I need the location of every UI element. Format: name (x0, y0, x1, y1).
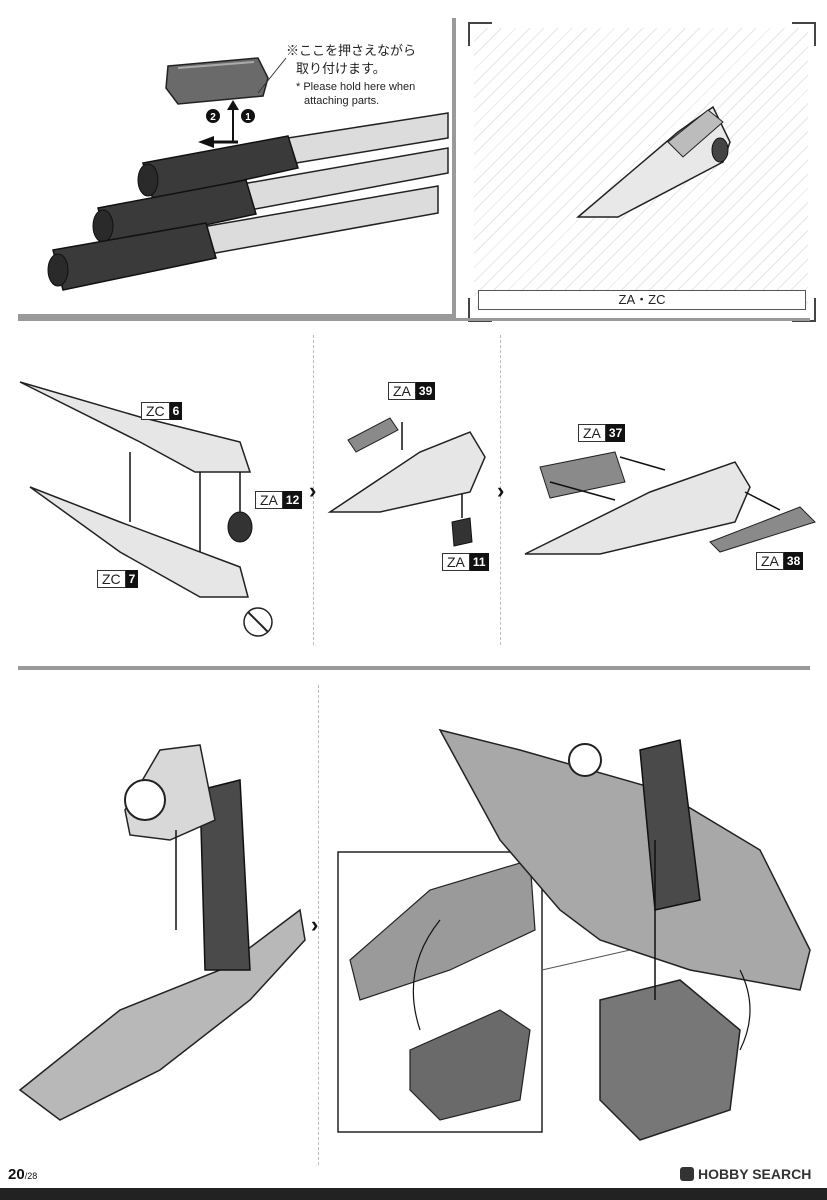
part-code: ZC (141, 402, 170, 420)
part-number: 39 (415, 382, 436, 400)
step-2-number: 2 (210, 112, 216, 123)
part-number: 11 (469, 553, 489, 571)
next-step-arrow-icon: › (497, 478, 505, 503)
part-code: ZA (756, 552, 784, 570)
completed-wing-illustration (575, 105, 731, 218)
step-panel-top-right: ZA・ZC (468, 22, 816, 322)
part-code: ZA (442, 553, 470, 571)
page-number: 20/28 (8, 1166, 37, 1183)
step-separator (313, 335, 314, 645)
note-japanese-line1: ※ここを押さえながら (286, 43, 417, 58)
frame-corner (792, 298, 816, 322)
brand-name: HOBBY SEARCH (698, 1166, 812, 1182)
step-1-marker (241, 109, 255, 123)
frame-corner (468, 298, 492, 322)
watermark: HOBBY SEARCH (680, 1166, 811, 1182)
bottom-assembly-illustrations (18, 728, 811, 1141)
part-code: ZC (97, 570, 126, 588)
note-english-line2: attaching parts. (304, 95, 380, 107)
step-2-marker (206, 109, 220, 123)
part-number: 7 (125, 570, 139, 588)
step-1-number: 1 (245, 112, 251, 123)
part-code: ZA (255, 491, 283, 509)
step-separator (500, 335, 501, 645)
frame-corner (792, 22, 816, 46)
step-separator (318, 685, 319, 1165)
part-number: 37 (605, 424, 626, 442)
next-step-arrow-icon: › (309, 478, 317, 503)
part-code: ZA (388, 382, 416, 400)
brand-logo-icon (680, 1167, 694, 1181)
frame-corner (468, 22, 492, 46)
part-number: 6 (169, 402, 183, 420)
part-code: ZA (578, 424, 606, 442)
page-current: 20 (8, 1166, 25, 1183)
next-step-arrow-icon: › (311, 912, 319, 937)
cannon-rail-illustration: 1 2 (47, 57, 449, 291)
page-total: /28 (24, 1171, 38, 1181)
note-japanese-line2: 取り付けます。 (296, 61, 386, 76)
parts-label: ZA・ZC (478, 290, 806, 310)
part-number: 38 (783, 552, 804, 570)
note-english-line1: * Please hold here when (296, 81, 416, 93)
footer-bar (0, 1188, 827, 1200)
step-panel-top-left: ※ここを押さえながら 取り付けます。 * Please hold here wh… (18, 18, 456, 318)
part-number: 12 (282, 491, 303, 509)
section-divider (18, 318, 810, 321)
middle-assembly-illustrations (19, 381, 816, 637)
section-divider (18, 666, 810, 670)
